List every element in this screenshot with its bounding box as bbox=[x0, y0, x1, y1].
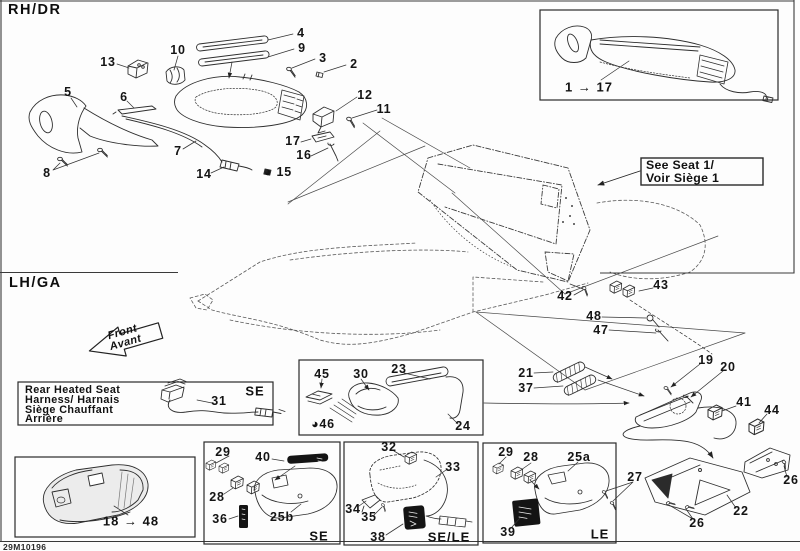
part-callout-23: 23 bbox=[391, 362, 407, 376]
harness-note: Rear Heated Seat Harness/ Harnais Siège … bbox=[25, 384, 121, 426]
variant-label-se: SE bbox=[309, 528, 329, 544]
harness-line3: Siège Chauffant bbox=[25, 403, 114, 416]
inset-boxes bbox=[14, 9, 779, 546]
part-callout-26: 26 bbox=[783, 473, 799, 487]
part-callout-15: ◕ 15 bbox=[263, 165, 293, 179]
harness-line4: Arrière bbox=[25, 413, 64, 426]
part-callout-43: 43 bbox=[653, 278, 669, 292]
see-seat-line2: Voir Siège 1 bbox=[646, 171, 720, 185]
grip-heater-box-art bbox=[305, 366, 464, 425]
part-callout-32: 32 bbox=[381, 440, 397, 454]
see-seat-line1: See Seat 1/ bbox=[646, 158, 715, 172]
see-seat-note: See Seat 1/ Voir Siège 1 bbox=[641, 158, 763, 185]
part-callout-25a: 25a bbox=[567, 450, 591, 464]
se-box-art bbox=[205, 453, 338, 528]
variant-label-se-le: SE/LE bbox=[427, 529, 471, 545]
part-callout-46: ◕46 bbox=[311, 417, 335, 431]
range-label-lh-assembled: 18 → 48 bbox=[102, 513, 160, 529]
part-callout-14: 14 bbox=[196, 167, 212, 181]
part-callout-33: 33 bbox=[445, 460, 461, 474]
part-callout-17: 17 bbox=[285, 134, 301, 148]
part-callout-10: 10 bbox=[170, 43, 186, 57]
part-callout-24: 24 bbox=[455, 419, 471, 433]
lh-main-art bbox=[483, 280, 791, 520]
harness-box-art bbox=[160, 378, 286, 418]
variant-label-le: LE bbox=[590, 526, 610, 542]
part-callout-12: 12 bbox=[357, 88, 373, 102]
part-callout-44: 44 bbox=[764, 403, 780, 417]
part-callout-11: 11 bbox=[376, 102, 392, 116]
harness-line2: Harness/ Harnais bbox=[25, 393, 120, 406]
part-callout-36: 36 bbox=[212, 512, 228, 526]
rh-assembled-inset-art bbox=[554, 25, 774, 103]
part-callout-26: 26 bbox=[689, 516, 705, 530]
part-callout-39: 39 bbox=[500, 525, 516, 539]
part-callout-35: 35 bbox=[361, 510, 377, 524]
part-callout-31: 31 bbox=[211, 394, 227, 408]
part-callout-28: 28 bbox=[523, 450, 539, 464]
part-callout-45: 45 bbox=[314, 367, 330, 381]
variant-label-harness-se: SE bbox=[245, 383, 265, 399]
part-callout-28: 28 bbox=[209, 490, 225, 504]
part-callout-22: 22 bbox=[733, 504, 749, 518]
sled-body-art bbox=[189, 117, 746, 391]
document-code: 29M10196 bbox=[3, 542, 47, 551]
part-callout-29: 29 bbox=[498, 445, 514, 459]
part-callout-38: 38 bbox=[370, 530, 386, 544]
rh-exploded-art bbox=[28, 33, 378, 176]
part-callout-48: 48 bbox=[586, 309, 602, 323]
part-callout-40: 40 bbox=[255, 450, 271, 464]
section-label-rh: RH/DR bbox=[8, 2, 62, 18]
le-box-art bbox=[492, 456, 610, 528]
part-callout-21: 21 bbox=[518, 366, 534, 380]
part-callout-37: 37 bbox=[518, 381, 534, 395]
harness-line1: Rear Heated Seat bbox=[25, 384, 121, 396]
lh-assembled-inset-art bbox=[42, 464, 149, 525]
part-callout-7: 7 bbox=[174, 144, 182, 158]
part-callout-27: 27 bbox=[627, 470, 643, 484]
front-arrow-shape bbox=[88, 322, 164, 357]
part-callout-5: 5 bbox=[64, 85, 72, 99]
part-callout-29: 29 bbox=[215, 445, 231, 459]
section-label-lh: LH/GA bbox=[9, 275, 62, 291]
part-callout-42: 42 bbox=[557, 289, 573, 303]
part-callout-4: 4 bbox=[297, 26, 305, 40]
part-callout-13: 13 bbox=[100, 55, 116, 69]
part-callout-20: 20 bbox=[720, 360, 736, 374]
part-callout-41: 41 bbox=[736, 395, 752, 409]
part-callout-16: 16 bbox=[296, 148, 312, 162]
part-callout-3: 3 bbox=[319, 51, 327, 65]
part-callout-9: 9 bbox=[298, 41, 306, 55]
part-callout-30: 30 bbox=[353, 367, 369, 381]
part-callout-25b: 25b bbox=[270, 510, 294, 524]
part-callout-19: 19 bbox=[698, 353, 714, 367]
part-callout-47: 47 bbox=[593, 323, 609, 337]
part-callout-34: 34 bbox=[345, 502, 361, 516]
part-callout-2: 2 bbox=[350, 57, 358, 71]
part-callout-8: 8 bbox=[43, 166, 51, 180]
sele-box-art bbox=[358, 450, 473, 536]
range-label-rh-assembled: 1 → 17 bbox=[565, 79, 613, 95]
part-callout-6: 6 bbox=[120, 90, 128, 104]
